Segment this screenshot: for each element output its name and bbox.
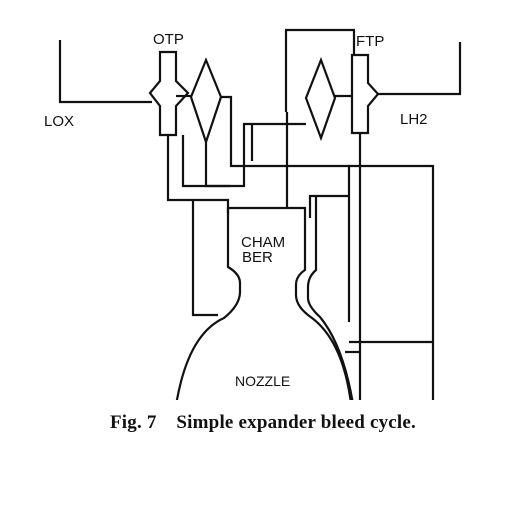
oxidizer-jacket-line [191, 200, 218, 317]
chamber-label-line2: BER [242, 249, 273, 266]
figure-caption-text: Simple expander bleed cycle. [176, 412, 416, 433]
ftp-turbine [304, 56, 337, 142]
lh2-label: LH2 [400, 111, 428, 128]
lox-inlet-line [58, 40, 152, 104]
chamber-label-line1: CHAM [241, 234, 285, 251]
jacket-manifold-line [308, 194, 349, 218]
otp-label: OTP [153, 31, 184, 48]
ftp-label: FTP [356, 33, 384, 50]
lh2-inlet-line [378, 42, 462, 96]
expander-bleed-cycle-diagram: OTP FTP LOX LH2 CHAM BER NOZZLE [44, 28, 462, 400]
otp-pump [148, 50, 190, 137]
otp-discharge-line [166, 135, 230, 213]
nozzle-label: NOZZLE [235, 373, 290, 389]
turbine-drive-loop [284, 28, 356, 112]
chamber-nozzle-outline [175, 206, 352, 400]
lox-label: LOX [44, 113, 74, 130]
otp-turbine [189, 57, 223, 146]
ftp-pump [350, 53, 380, 135]
right-return-line [349, 164, 435, 400]
cooling-jacket-line [306, 196, 354, 400]
figure-caption: Fig. 7 Simple expander bleed cycle. [0, 412, 526, 434]
figure-number: Fig. 7 [110, 412, 157, 433]
turbine-exhaust-line [204, 122, 306, 188]
bleed-manifold-line [221, 95, 351, 322]
